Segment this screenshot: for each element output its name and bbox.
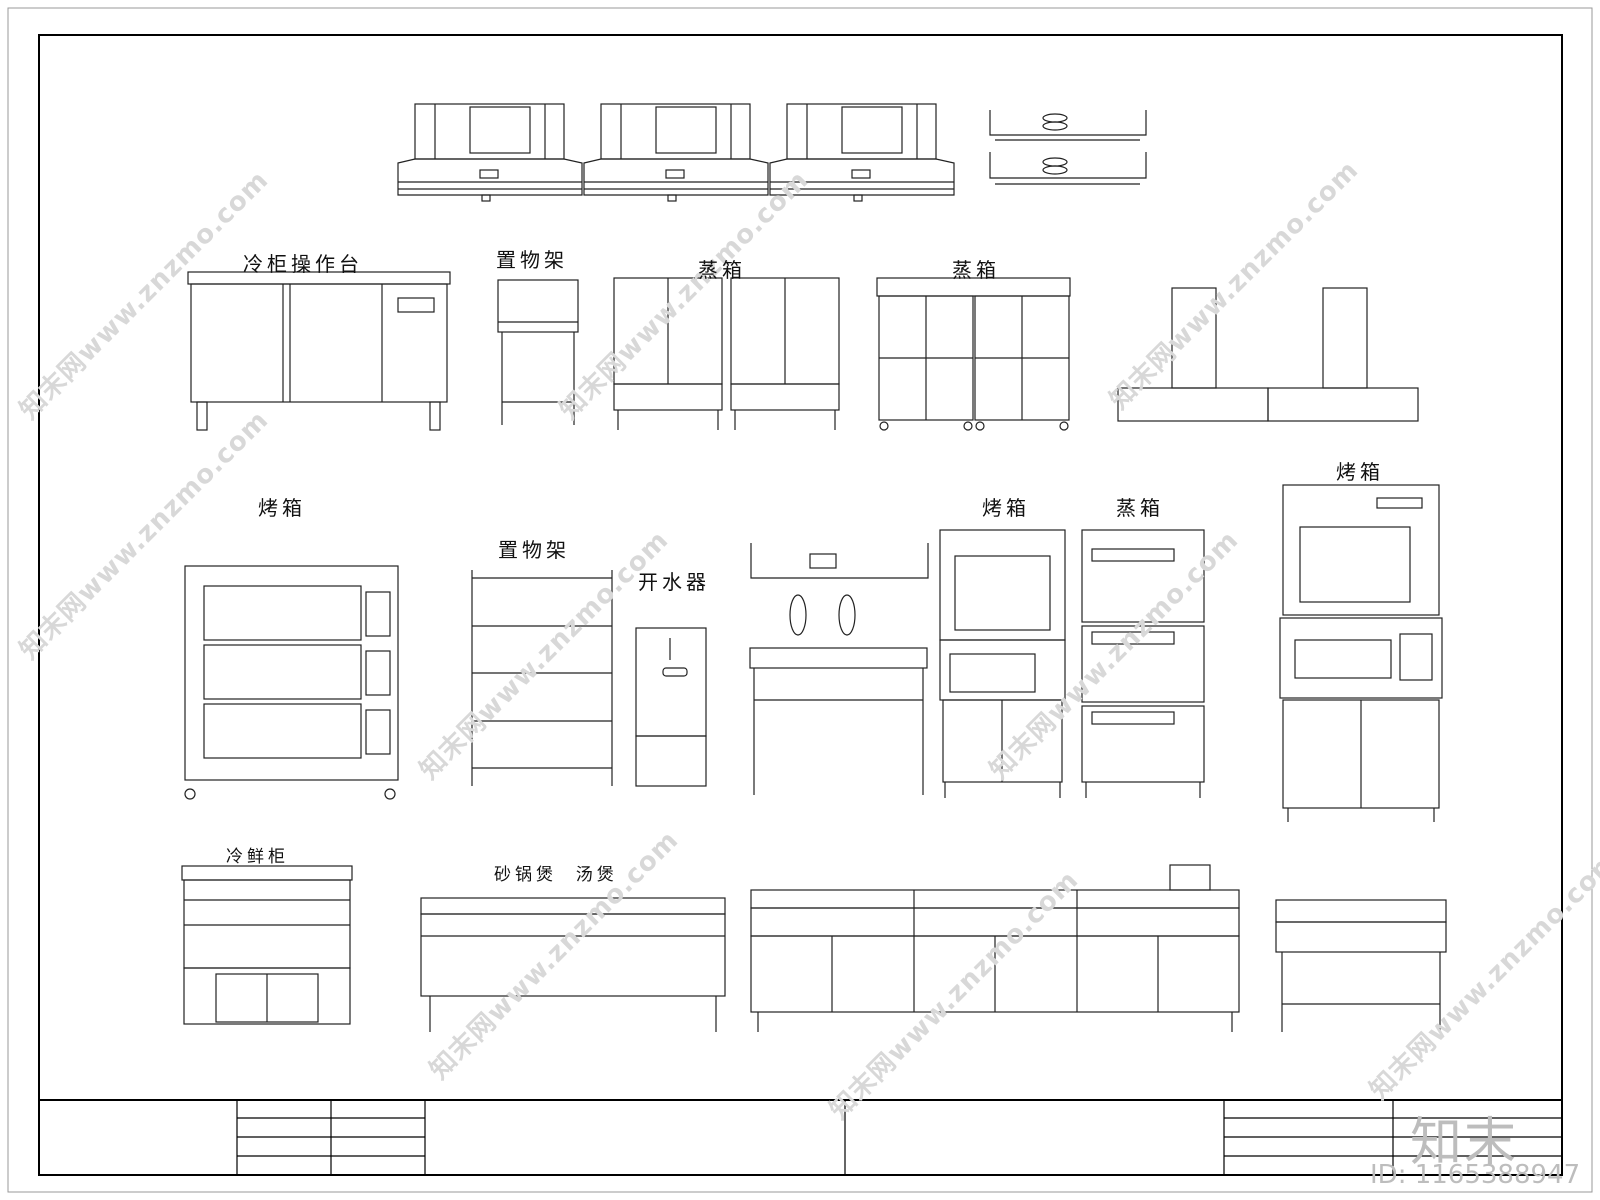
- wall-shelves: [989, 110, 1147, 185]
- label-oven-mid: 烤箱: [982, 496, 1030, 520]
- combi-oven-mid: [939, 529, 1066, 798]
- chimney-hoods: [1117, 287, 1419, 422]
- cold-counter-drawing: [187, 271, 451, 431]
- range-hood-1: [397, 103, 583, 202]
- label-steamer-1: 蒸箱: [698, 258, 746, 282]
- watermark-logo: 知末: [1410, 1113, 1519, 1173]
- combi-oven-right: [1279, 484, 1443, 822]
- sink-drawing: [1275, 899, 1447, 1032]
- label-rack-1: 置物架: [496, 248, 568, 272]
- range-hood-2: [583, 103, 769, 202]
- label-cold-counter: 冷柜操作台: [243, 252, 363, 276]
- pot-stove-drawing: [420, 897, 726, 1032]
- label-oven-left: 烤箱: [258, 496, 306, 520]
- label-steamer-2: 蒸箱: [952, 258, 1000, 282]
- range-hoods: [397, 103, 955, 202]
- title-block: [39, 1099, 1562, 1175]
- cooking-range-line: [750, 864, 1240, 1032]
- worktable-with-shelf: [749, 543, 929, 795]
- label-pot-stove: 砂锅煲 汤煲: [494, 865, 618, 885]
- label-fresh-cabinet: 冷鲜柜: [226, 847, 289, 867]
- sheet-frame: [7, 7, 1593, 1193]
- steamer-stack-mid: [1081, 529, 1205, 798]
- label-oven-right: 烤箱: [1336, 460, 1384, 484]
- upright-steamer-pair: [876, 277, 1071, 431]
- rack-1-drawing: [497, 279, 579, 425]
- water-boiler-drawing: [635, 627, 707, 787]
- rack-2-drawing: [471, 570, 613, 786]
- range-hood-3: [769, 103, 955, 202]
- deck-oven-drawing: [184, 565, 399, 800]
- fresh-cabinet-drawing: [181, 865, 353, 1025]
- label-water-boiler: 开水器: [638, 570, 710, 594]
- watermark-image-id: ID: 1165388947: [1370, 1160, 1581, 1190]
- steamer-cabinet-pair: [613, 277, 840, 430]
- label-rack-2: 置物架: [498, 538, 570, 562]
- label-steamer-3: 蒸箱: [1116, 496, 1164, 520]
